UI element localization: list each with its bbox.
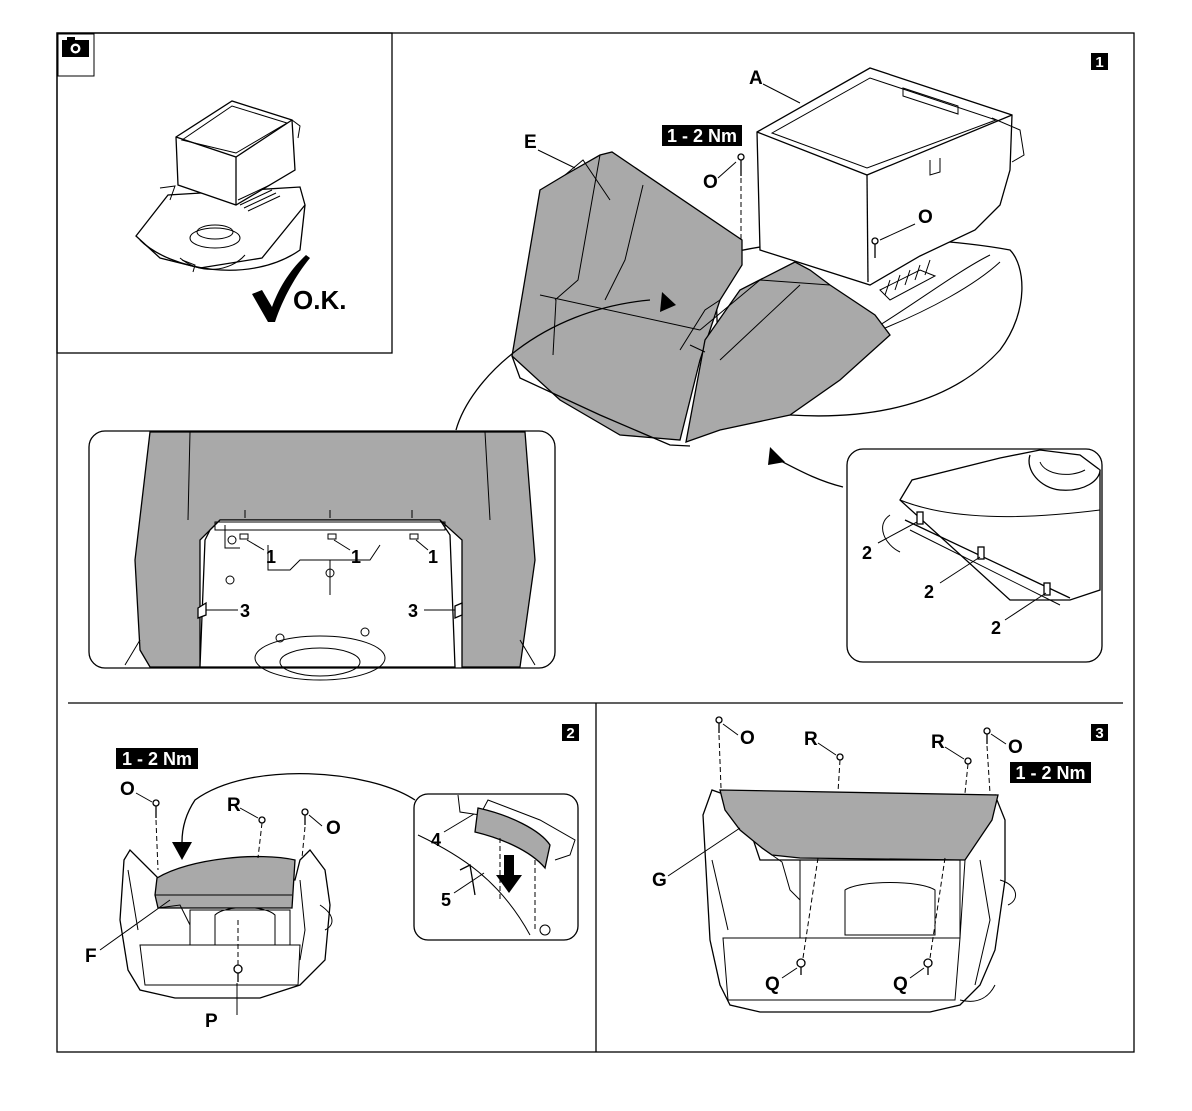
label-2-a: 2 [862, 543, 872, 563]
label-1-b: 1 [351, 547, 361, 567]
torque-label-3: 1 - 2 Nm [1015, 763, 1085, 783]
ok-label: O.K. [293, 285, 346, 315]
label-o-5: O [740, 728, 755, 749]
step-number-1: 1 [1095, 54, 1103, 71]
label-2-b: 2 [924, 582, 934, 602]
label-o-3: O [120, 779, 135, 800]
label-1-a: 1 [266, 547, 276, 567]
label-p: P [205, 1011, 218, 1032]
label-o-4: O [326, 818, 341, 839]
inset-underside: 1 1 1 3 3 [89, 431, 555, 680]
label-3-a: 3 [240, 601, 250, 621]
label-r-1: R [227, 795, 241, 816]
label-q-2: Q [893, 974, 908, 995]
label-r-2: R [804, 729, 818, 750]
torque-label-1: 1 - 2 Nm [667, 126, 737, 146]
screw-o-top [738, 154, 744, 240]
label-g: G [652, 870, 667, 891]
camera-icon [58, 34, 94, 76]
figure-1: 1 [456, 53, 1108, 446]
figure-3: 3 1 - 2 Nm O R [652, 717, 1108, 1012]
label-o-2: O [918, 207, 933, 228]
label-4: 4 [431, 830, 441, 850]
label-r-3: R [931, 732, 945, 753]
label-o-6: O [1008, 737, 1023, 758]
label-a: A [749, 68, 763, 89]
figure-2: 2 1 - 2 Nm O R O F [85, 724, 579, 1032]
label-o-1: O [703, 172, 718, 193]
inset-latches: 2 2 2 [768, 447, 1102, 662]
ok-reference-panel: O.K. [57, 33, 392, 353]
label-5: 5 [441, 890, 451, 910]
mower-ok-drawing [136, 101, 305, 272]
label-2-c: 2 [991, 618, 1001, 638]
label-1-c: 1 [428, 547, 438, 567]
inset-clip-detail: 4 5 [414, 794, 578, 940]
label-f: F [85, 946, 97, 967]
label-e: E [524, 132, 537, 153]
step-number-2: 2 [566, 725, 574, 742]
label-3-b: 3 [408, 601, 418, 621]
torque-label-2: 1 - 2 Nm [122, 749, 192, 769]
step-number-3: 3 [1095, 725, 1103, 742]
label-q-1: Q [765, 974, 780, 995]
